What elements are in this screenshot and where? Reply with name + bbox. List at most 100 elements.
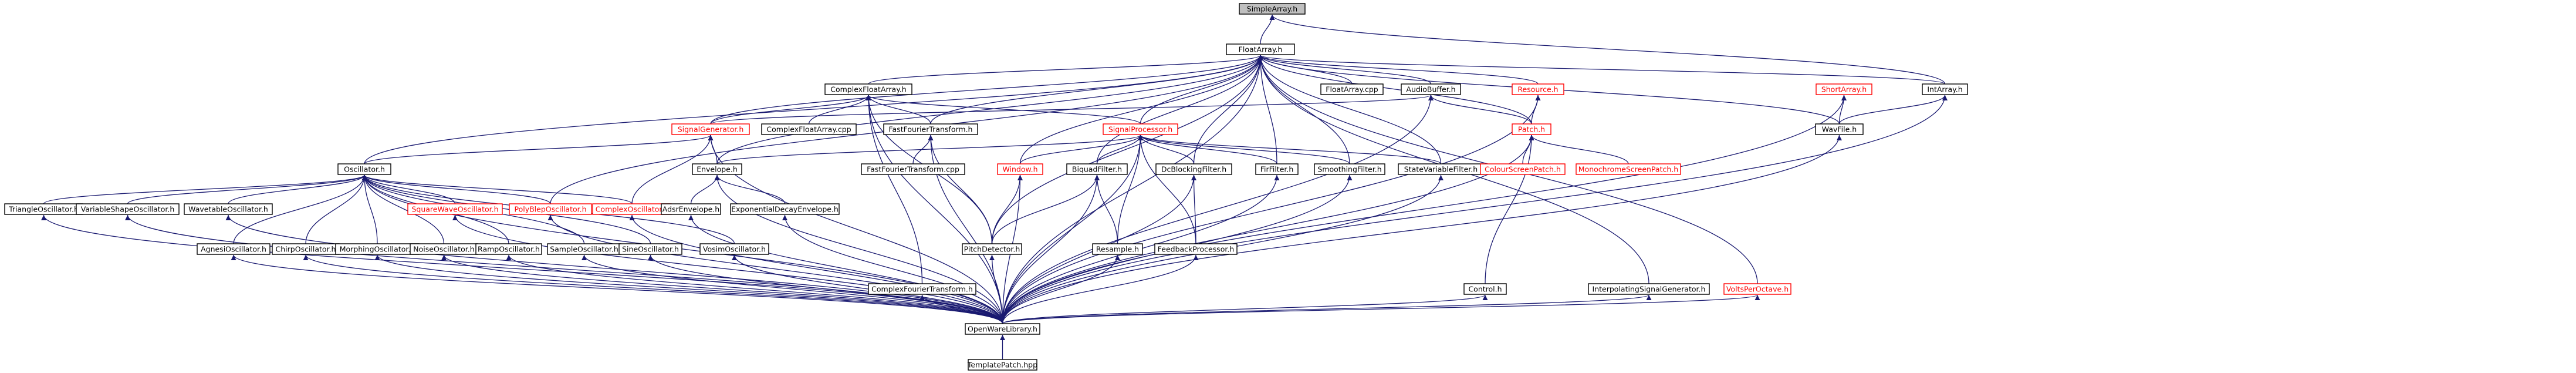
edge-envelope-h-to-float-array-h	[716, 55, 1263, 164]
node-dc-blocking-filter-h[interactable]: DcBlockingFilter.h	[1155, 163, 1232, 175]
node-ramp-oscillator-h[interactable]: RampOscillator.h	[475, 243, 542, 255]
node-biquad-filter-h[interactable]: BiquadFilter.h	[1066, 163, 1128, 175]
edge-fir-filter-h-to-signal-processor-h	[1138, 135, 1277, 164]
edge-colour-screen-patch-h-to-patch-h	[1522, 135, 1534, 164]
node-smoothing-filter-h[interactable]: SmoothingFilter.h	[1314, 163, 1385, 175]
node-signal-generator-h[interactable]: SignalGenerator.h	[671, 123, 750, 135]
node-box	[968, 359, 1037, 371]
node-interpolating-signal-generator-h[interactable]: InterpolatingSignalGenerator.h	[1588, 283, 1710, 295]
node-box	[184, 203, 273, 215]
node-wavetable-oscillator-h[interactable]: WavetableOscillator.h	[184, 203, 273, 215]
node-complex-float-array-h[interactable]: ComplexFloatArray.h	[824, 83, 912, 95]
edge-open-ware-library-h-to-audio-buffer-h	[1002, 95, 1434, 324]
node-pitch-detector-h[interactable]: PitchDetector.h	[962, 243, 1022, 255]
node-envelope-h[interactable]: Envelope.h	[692, 163, 742, 175]
node-float-array-h[interactable]: FloatArray.h	[1226, 43, 1295, 55]
edge-open-ware-library-h-to-int-array-h	[1002, 95, 1948, 324]
node-box	[965, 323, 1040, 335]
node-simple-array-h[interactable]: SimpleArray.h	[1239, 3, 1306, 15]
edge-fir-filter-h-to-float-array-h	[1257, 55, 1277, 164]
edge-complex-oscillator-h-to-oscillator-h	[361, 174, 633, 204]
node-complex-float-array-cpp[interactable]: ComplexFloatArray.cpp	[761, 123, 857, 135]
edge-window-h-to-signal-processor-h	[1019, 135, 1143, 164]
node-template-patch-hpp[interactable]: TemplatePatch.hpp	[967, 359, 1037, 371]
node-box	[1576, 163, 1681, 175]
node-open-ware-library-h[interactable]: OpenWareLibrary.h	[965, 323, 1040, 335]
node-float-array-cpp[interactable]: FloatArray.cpp	[1320, 83, 1384, 95]
node-adsr-envelope-h[interactable]: AdsrEnvelope.h	[661, 203, 721, 215]
edge-patch-h-to-resource-h	[1531, 95, 1541, 125]
node-box	[1922, 83, 1968, 95]
node-box	[1401, 83, 1461, 95]
node-monochrome-screen-patch-h[interactable]: MonochromeScreenPatch.h	[1576, 163, 1681, 175]
node-state-variable-filter-h[interactable]: StateVariableFilter.h	[1398, 163, 1484, 175]
node-label: MonochromeScreenPatch.h	[1578, 165, 1678, 174]
node-box	[1512, 83, 1564, 95]
node-fast-fourier-transform-cpp[interactable]: FastFourierTransform.cpp	[861, 163, 965, 175]
node-box	[962, 243, 1022, 255]
edge-oscillator-h-to-signal-generator-h	[364, 135, 714, 164]
edge-signal-processor-h-to-complex-float-array-h	[866, 95, 1141, 125]
node-signal-processor-h[interactable]: SignalProcessor.h	[1103, 123, 1178, 135]
edge-patch-h-to-float-array-h	[1257, 55, 1532, 125]
edge-open-ware-library-h-to-feedback-processor-h	[1002, 254, 1199, 324]
node-fir-filter-h[interactable]: FirFilter.h	[1255, 163, 1299, 175]
edge-open-ware-library-h-to-poly-blep-oscillator-h	[547, 214, 1003, 324]
node-label: AgnesiOscillator.h	[201, 245, 266, 254]
node-box	[1816, 83, 1872, 95]
node-triangle-oscillator-h[interactable]: TriangleOscillator.h	[4, 203, 83, 215]
node-label: IntArray.h	[1927, 85, 1962, 94]
node-resource-h[interactable]: Resource.h	[1512, 83, 1564, 95]
edge-agnesi-oscillator-h-to-oscillator-h	[233, 174, 367, 244]
node-box	[1815, 123, 1864, 135]
node-oscillator-h[interactable]: Oscillator.h	[337, 163, 391, 175]
edge-resample-h-to-signal-processor-h	[1117, 135, 1143, 244]
edge-wav-file-h-to-int-array-h	[1838, 95, 1948, 125]
node-box	[1239, 3, 1306, 15]
node-square-wave-oscillator-h[interactable]: SquareWaveOscillator.h	[407, 203, 503, 215]
node-colour-screen-patch-h[interactable]: ColourScreenPatch.h	[1480, 163, 1566, 175]
node-sample-oscillator-h[interactable]: SampleOscillator.h	[547, 243, 621, 255]
node-label: WavetableOscillator.h	[188, 205, 268, 214]
edge-audio-buffer-h-to-float-array-h	[1257, 55, 1432, 85]
node-feedback-processor-h[interactable]: FeedbackProcessor.h	[1154, 243, 1238, 255]
edge-pitch-detector-h-to-fast-fourier-transform-h	[928, 135, 993, 244]
node-noise-oscillator-h[interactable]: NoiseOscillator.h	[410, 243, 478, 255]
node-int-array-h[interactable]: IntArray.h	[1922, 83, 1968, 95]
node-morphing-oscillator-h[interactable]: MorphingOscillator.h	[335, 243, 420, 255]
edge-monochrome-screen-patch-h-to-patch-h	[1529, 135, 1629, 164]
node-wav-file-h[interactable]: WavFile.h	[1815, 123, 1864, 135]
node-volts-per-octave-h[interactable]: VoltsPerOctave.h	[1723, 283, 1791, 295]
node-control-h[interactable]: Control.h	[1463, 283, 1507, 295]
node-resample-h[interactable]: Resample.h	[1092, 243, 1143, 255]
node-window-h[interactable]: Window.h	[997, 163, 1043, 175]
node-exponential-decay-envelope-h[interactable]: ExponentialDecayEnvelope.h	[730, 203, 840, 215]
node-label: NoiseOscillator.h	[413, 245, 474, 254]
edge-open-ware-library-h-to-complex-oscillator-h	[629, 214, 1003, 324]
node-audio-buffer-h[interactable]: AudioBuffer.h	[1401, 83, 1461, 95]
edge-chirp-oscillator-h-to-oscillator-h	[305, 174, 367, 244]
node-agnesi-oscillator-h[interactable]: AgnesiOscillator.h	[197, 243, 271, 255]
edge-control-h-to-patch-h	[1485, 135, 1534, 284]
edge-open-ware-library-h-to-float-array-h	[1002, 55, 1263, 324]
node-box	[1226, 43, 1295, 55]
node-poly-blep-oscillator-h[interactable]: PolyBlepOscillator.h	[509, 203, 592, 215]
node-label: ComplexFloatArray.h	[830, 85, 906, 94]
node-label: VoltsPerOctave.h	[1726, 285, 1789, 294]
node-short-array-h[interactable]: ShortArray.h	[1816, 83, 1872, 95]
node-fast-fourier-transform-h[interactable]: FastFourierTransform.h	[883, 123, 978, 135]
node-box	[761, 123, 857, 135]
node-vosim-oscillator-h[interactable]: VosimOscillator.h	[699, 243, 769, 255]
node-box	[407, 203, 503, 215]
edge-open-ware-library-h-to-fast-fourier-transform-h	[928, 135, 1003, 324]
node-patch-h[interactable]: Patch.h	[1512, 123, 1551, 135]
edge-open-ware-library-h-to-triangle-oscillator-h	[41, 214, 1003, 324]
node-label: Patch.h	[1518, 125, 1545, 134]
node-complex-oscillator-h[interactable]: ComplexOscillator.h	[592, 203, 672, 215]
node-label: ShortArray.h	[1821, 85, 1867, 94]
node-variable-shape-oscillator-h[interactable]: VariableShapeOscillator.h	[76, 203, 180, 215]
node-sine-oscillator-h[interactable]: SineOscillator.h	[618, 243, 682, 255]
node-complex-fourier-transform-h[interactable]: ComplexFourierTransform.h	[868, 283, 976, 295]
node-chirp-oscillator-h[interactable]: ChirpOscillator.h	[272, 243, 340, 255]
node-label: Oscillator.h	[344, 165, 385, 174]
